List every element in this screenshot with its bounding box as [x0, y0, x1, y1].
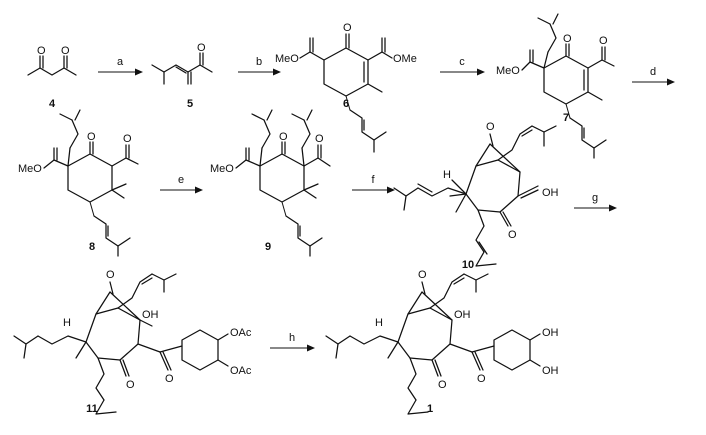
compound-label-6: 6 — [343, 98, 349, 110]
atom-o: O — [279, 131, 288, 143]
step-label-g: g — [592, 192, 598, 204]
atom-o: O — [343, 22, 352, 34]
atom-oh: OH — [542, 187, 559, 199]
compound-label-4: 4 — [49, 98, 56, 110]
atom-oh: OH — [542, 327, 559, 339]
step-label-c: c — [459, 56, 465, 68]
compound-10-structure: O OH O H — [393, 121, 559, 267]
atom-o: O — [106, 269, 115, 281]
atom-o: O — [477, 373, 486, 385]
compound-label-9: 9 — [265, 241, 271, 253]
atom-o: O — [486, 121, 495, 133]
atom-o: O — [599, 35, 608, 47]
compound-11-structure: O OH O O OAc OAc H — [13, 269, 252, 415]
atom-oh: OH — [142, 309, 159, 321]
atom-h: H — [443, 169, 451, 181]
atom-o: O — [61, 45, 70, 57]
step-label-e: e — [178, 174, 184, 186]
atom-meo: MeO — [18, 163, 42, 175]
step-label-a: a — [117, 56, 124, 68]
atom-o: O — [563, 33, 572, 45]
atom-o: O — [165, 373, 174, 385]
atom-o: O — [438, 379, 447, 391]
atom-meo: MeO — [496, 65, 520, 77]
atom-o: O — [418, 269, 427, 281]
compound-9-structure: O MeO O — [210, 109, 331, 257]
atom-o: O — [37, 45, 46, 57]
atom-o: O — [87, 131, 96, 143]
atom-ome: OMe — [393, 53, 417, 65]
compound-5-structure: O — [151, 42, 213, 85]
compound-label-10: 10 — [462, 259, 474, 271]
atom-h: H — [63, 317, 71, 329]
atom-meo: MeO — [275, 53, 299, 65]
atom-oh: OH — [454, 309, 471, 321]
step-label-h: h — [289, 332, 295, 344]
atom-oac: OAc — [230, 327, 252, 339]
step-label-d: d — [650, 66, 656, 78]
compound-7-structure: O MeO O — [496, 13, 615, 159]
atom-oac: OAc — [230, 365, 252, 377]
compound-label-8: 8 — [89, 241, 95, 253]
atom-o: O — [197, 42, 206, 54]
compound-6-structure: O MeO OMe — [275, 22, 417, 153]
step-label-f: f — [371, 174, 375, 186]
atom-o: O — [123, 133, 132, 145]
step-label-b: b — [256, 56, 262, 68]
compound-label-1: 1 — [427, 403, 433, 415]
compound-label-11: 11 — [86, 403, 98, 415]
atom-meo: MeO — [210, 163, 234, 175]
compound-label-7: 7 — [563, 112, 569, 124]
atom-o: O — [508, 229, 517, 241]
atom-o: O — [315, 133, 324, 145]
atom-o: O — [126, 379, 135, 391]
atom-oh: OH — [542, 365, 559, 377]
compound-label-5: 5 — [187, 98, 193, 110]
atom-h: H — [375, 317, 383, 329]
compound-1-structure: O OH O O OH OH H — [325, 269, 559, 415]
compound-8-structure: O MeO O — [18, 109, 139, 257]
compound-4-structure: O O — [27, 45, 77, 76]
